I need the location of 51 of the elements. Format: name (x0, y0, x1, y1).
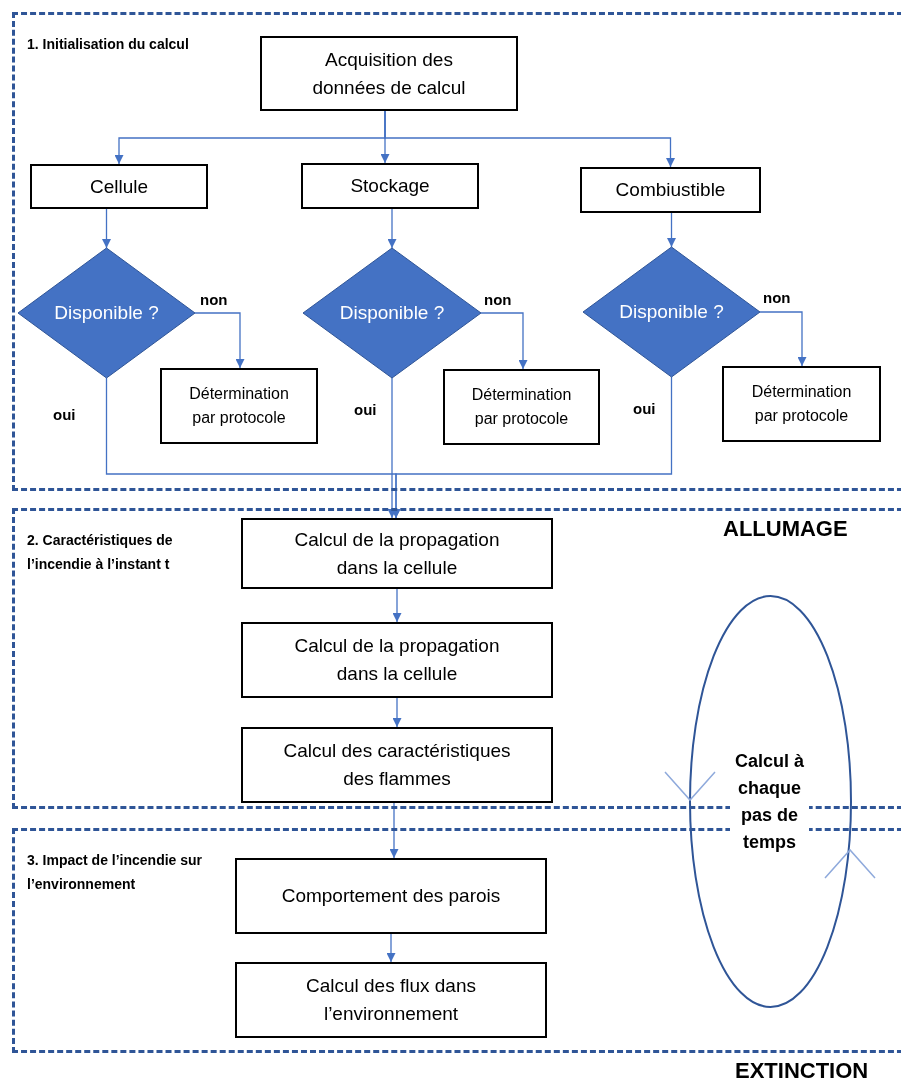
process-box (443, 369, 600, 445)
process-box (30, 164, 208, 209)
process-box (241, 622, 553, 698)
section-band (12, 508, 901, 809)
box-label: Détermination par protocole (750, 382, 853, 426)
section-heading: 2. Caractéristiques de l’incendie à l’instant t (27, 531, 174, 574)
arrow (386, 933, 396, 963)
edge-label: oui (633, 401, 656, 416)
arrow (389, 802, 399, 859)
box-label: Cellule (89, 174, 149, 199)
arrow (102, 208, 111, 249)
arrow (387, 377, 397, 519)
section-band (12, 12, 901, 491)
box-label: Combiustible (615, 178, 726, 203)
arrow (194, 312, 245, 369)
section-heading: 1. Initialisation du calcul (27, 35, 190, 54)
box-label: Détermination par protocole (188, 384, 290, 428)
box-label: Calcul de la propagation dans la cellule (293, 634, 501, 686)
section-band (12, 828, 901, 1053)
process-box (160, 368, 318, 444)
box-label: Acquisition des données de calcul (311, 47, 467, 100)
decision-label: Disponible ? (338, 300, 446, 325)
box-label: Calcul de la propagation dans la cellule (293, 527, 501, 580)
box-label: Calcul des flux dans l’environnement (304, 974, 477, 1026)
process-box (722, 366, 881, 442)
box-label: Stockage (350, 174, 430, 199)
arrow (392, 697, 402, 728)
process-box (580, 167, 761, 213)
arrow (391, 376, 673, 519)
decision-label: Disponible ? (618, 299, 725, 324)
box-label: Comportement des parois (281, 884, 501, 909)
box-label: Détermination par protocole (470, 385, 573, 429)
phase-label: EXTINCTION (735, 1060, 869, 1079)
process-box (235, 962, 547, 1038)
process-box (301, 163, 479, 209)
box-label: Calcul des caractéristiques des flammes (282, 739, 512, 791)
arrow (667, 212, 676, 248)
arrow (759, 311, 807, 367)
arrow (387, 208, 397, 249)
edge-label: oui (53, 407, 76, 422)
process-box (241, 518, 553, 589)
section-heading: 3. Impact de l’incendie sur l’environnement (27, 851, 204, 894)
process-box (235, 858, 547, 934)
phase-label: ALLUMAGE (723, 518, 848, 540)
arrow (384, 110, 675, 168)
edge-label: oui (354, 402, 377, 417)
decision-label: Disponible ? (53, 300, 160, 325)
arrow (480, 312, 528, 370)
process-box (241, 727, 553, 803)
process-box (260, 36, 518, 111)
arrow (392, 588, 402, 623)
